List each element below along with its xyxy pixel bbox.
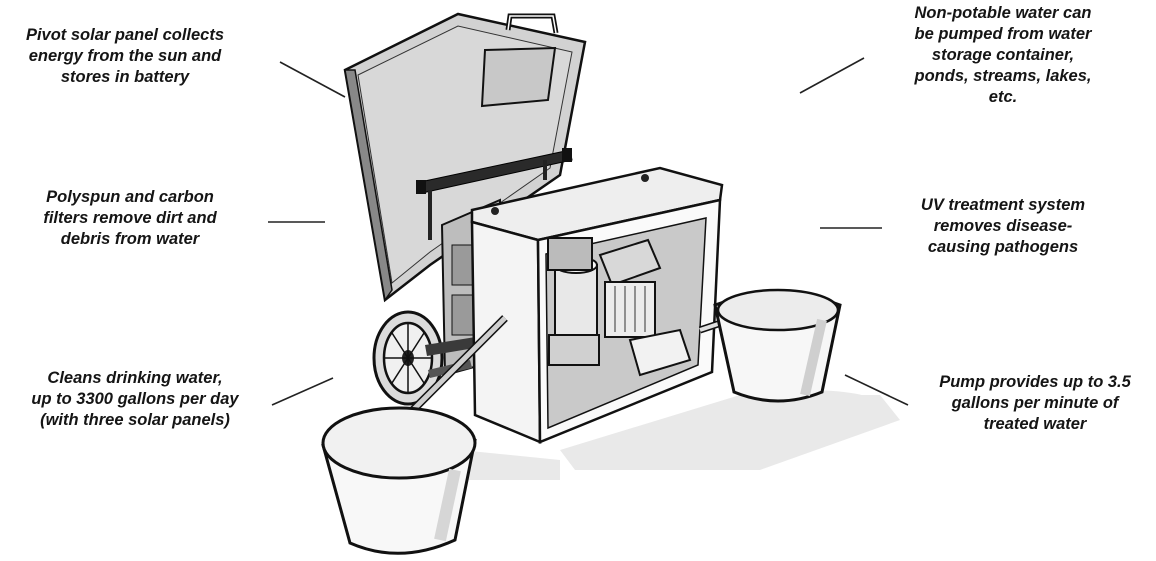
callout-cleans-line-3: (with three solar panels) [0,410,270,431]
callout-cleans-water: Cleans drinking water, up to 3300 gallon… [0,368,270,431]
callout-nonpotable-line-2: be pumped from water [888,24,1118,45]
callout-nonpotable-line-5: etc. [888,87,1118,108]
callout-nonpotable-line-4: ponds, streams, lakes, [888,66,1118,87]
leader-solar [280,62,345,97]
callout-cleans-line-1: Cleans drinking water, [0,368,270,389]
callout-nonpotable-line-3: storage container, [888,45,1118,66]
callout-solar-line-1: Pivot solar panel collects [0,25,250,46]
callout-filters-line-2: filters remove dirt and [10,208,250,229]
leader-nonpotable [800,58,864,93]
callout-pump-line-1: Pump provides up to 3.5 [915,372,1155,393]
callout-solar-line-2: energy from the sun and [0,46,250,67]
callout-pump: Pump provides up to 3.5 gallons per minu… [915,372,1155,435]
callout-filters-line-1: Polyspun and carbon [10,187,250,208]
callout-uv-line-2: removes disease- [888,216,1118,237]
callout-pump-line-2: gallons per minute of [915,393,1155,414]
callout-uv-line-3: causing pathogens [888,237,1118,258]
callout-solar-panel: Pivot solar panel collects energy from t… [0,25,250,88]
callout-pump-line-3: treated water [915,414,1155,435]
callout-filters-line-3: debris from water [10,229,250,250]
source-water-bucket [715,290,840,401]
callout-non-potable-water: Non-potable water can be pumped from wat… [888,3,1118,108]
treated-water-bucket [323,408,475,553]
callout-nonpotable-line-1: Non-potable water can [888,3,1118,24]
callout-cleans-line-2: up to 3300 gallons per day [0,389,270,410]
uv-treatment-unit [548,238,599,365]
callout-uv-treatment: UV treatment system removes disease- cau… [888,195,1118,258]
callout-filters: Polyspun and carbon filters remove dirt … [10,187,250,250]
callout-solar-line-3: stores in battery [0,67,250,88]
callout-uv-line-1: UV treatment system [888,195,1118,216]
leader-cleans [272,378,333,405]
